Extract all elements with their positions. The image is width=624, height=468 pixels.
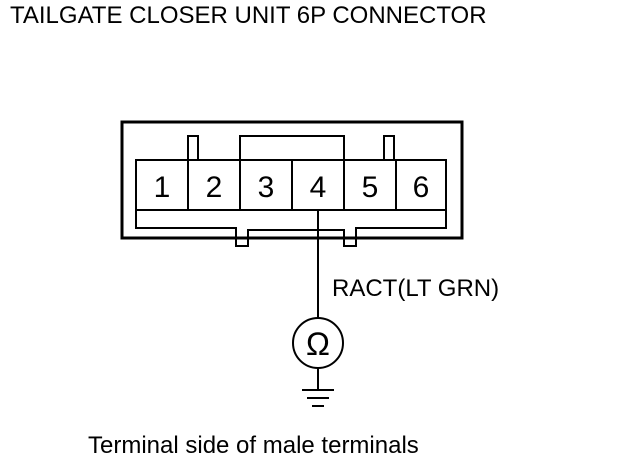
ohmmeter-icon: Ω <box>292 317 344 369</box>
connector-body <box>120 120 464 240</box>
pin-labels: 1 2 3 4 5 6 <box>154 171 430 204</box>
ohm-symbol: Ω <box>306 326 330 362</box>
connector-tabs <box>187 135 395 161</box>
pin-4-label: 4 <box>310 171 327 204</box>
diagram-caption: Terminal side of male terminals <box>88 432 419 459</box>
pin-6-label: 6 <box>413 171 430 204</box>
pin-1-label: 1 <box>154 171 171 204</box>
pin-3-label: 3 <box>258 171 275 204</box>
pin-5-label: 5 <box>362 171 379 204</box>
terminal-cells <box>135 159 447 211</box>
ground-icon <box>302 389 334 407</box>
pin-2-label: 2 <box>206 171 223 204</box>
connector-housing <box>135 159 447 247</box>
wire-label: RACT(LT GRN) <box>332 275 499 302</box>
diagram-title: TAILGATE CLOSER UNIT 6P CONNECTOR <box>10 2 487 29</box>
